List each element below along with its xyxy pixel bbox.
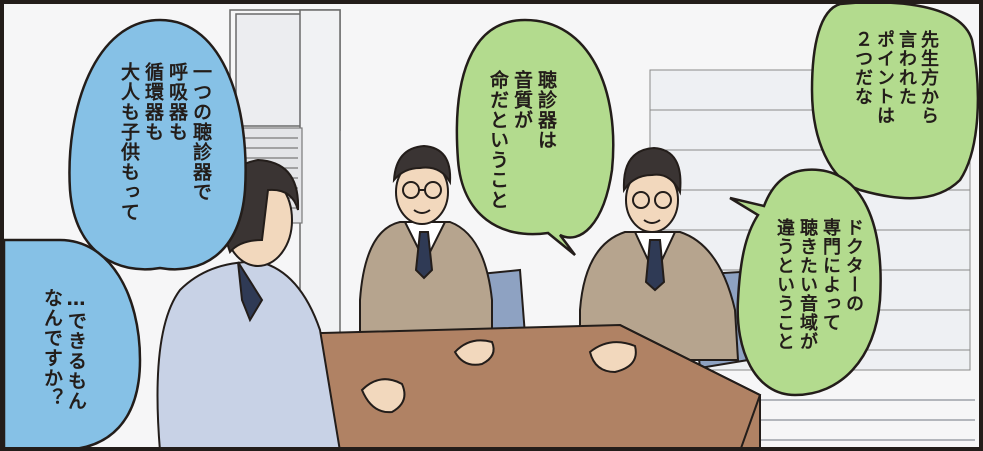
speech-text-senior-engineer-2: ドクターの 専門によって 聴きたい音域が 違うということ [774, 218, 864, 351]
speech-bubble-green-top-right [810, 1, 980, 200]
speech-text-visitor-2: …できるもん なんですか？ [41, 288, 87, 411]
floor-lines [720, 399, 975, 441]
speech-text-visitor-1: 一つの聴診器で 呼吸器も 循環器も 大人も子供もって [118, 62, 212, 222]
table-edge [619, 324, 762, 451]
senior-engineer-hands [588, 341, 637, 374]
speech-text-senior-engineer-1: 先生方から 言われた ポイントは ２つだな [852, 30, 939, 125]
speech-text-young-engineer: 聴診器は 音質が 命だということ [487, 70, 557, 210]
young-engineer [359, 144, 493, 346]
left-wall-panels [229, 9, 341, 371]
young-engineer-hands [453, 339, 495, 366]
speech-bubble-blue-upper [68, 18, 247, 271]
speech-bubble-green-lower-right [729, 168, 882, 397]
speech-bubble-green-middle [455, 18, 615, 256]
